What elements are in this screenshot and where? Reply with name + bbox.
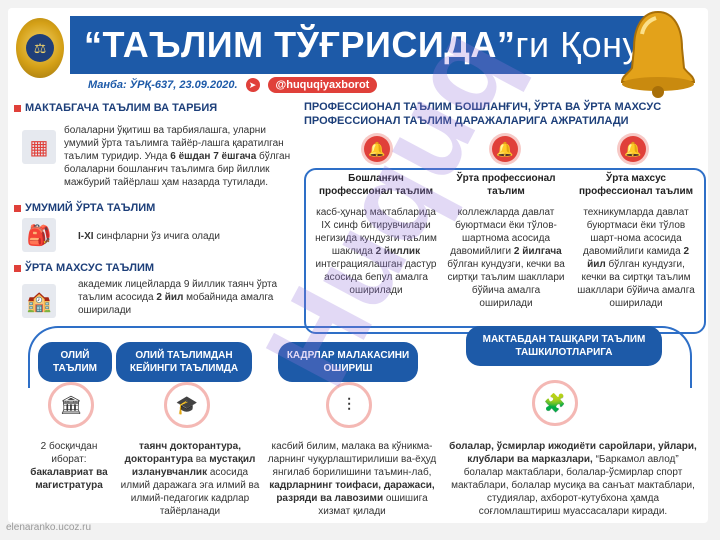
postgrad-bold-1: таянч докторантура, докторантура — [124, 441, 241, 465]
infographic-card: ⚖ “ТАЪЛИМ ТЎҒРИСИДА”ги Қонун Манба: ЎРҚ-… — [8, 8, 708, 523]
postgrad-title: ОЛИЙ ТАЪЛИМДАН КЕЙИНГИ ТАЪЛИМДА — [116, 342, 252, 382]
higher-text-1: 2 босқичдан иборат: — [40, 441, 98, 465]
backpack-icon: 🎒 — [22, 218, 56, 252]
extracurricular-title: МАКТАБДАН ТАШҚАРИ ТАЪЛИМ ТАШКИЛОТЛАРИГА — [466, 326, 662, 366]
page-title: “ТАЪЛИМ ТЎҒРИСИДА”ги Қонун — [84, 24, 661, 66]
source-text: Манба: ЎРҚ-637, 23.09.2020. — [88, 79, 238, 91]
university-icon: 🏛 — [48, 382, 94, 428]
source-row: Манба: ЎРҚ-637, 23.09.2020. ➤ @huquqiyax… — [88, 74, 378, 96]
puzzle-icon: 🧩 — [532, 380, 578, 426]
bullet-square — [14, 104, 21, 112]
general-title: УМУМИЙ ЎРТА ТАЪЛИМ — [25, 202, 156, 214]
prof-col-2-bold: 2 йилгача — [513, 246, 562, 257]
preschool-text-bold: 6 ёшдан 7 ёшгача — [170, 151, 257, 162]
secondary-special-text-1: академик лицейларда 9 йиллик таянч ўрта … — [78, 279, 278, 303]
prof-col-2-title: Ўрта профессионал таълим — [444, 172, 568, 198]
preschool-text-2: бўлган болаларни бошланғич таълимга бир … — [64, 151, 291, 188]
school-building-icon: 🏫 — [22, 284, 56, 318]
preschool-title: МАКТАБГАЧА ТАЪЛИМ ВА ТАРБИЯ — [25, 102, 218, 114]
secondary-special-text-2: мобайнида амалга оширилади — [78, 292, 274, 316]
prof-col-3-title: Ўрта махсус профессионал таълим — [574, 172, 698, 198]
prof-col-1-text: касб-ҳунар мактабларида IX синф битирувч… — [314, 206, 438, 297]
prof-col-2-text-1: коллежларда давлат буюртмаси ёки тўлов-ш… — [450, 207, 557, 257]
graduation-cap-icon: 🎓 — [164, 382, 210, 428]
bell-icon — [620, 10, 696, 98]
higher-text-bold: бакалавриат ва магистратура — [30, 467, 108, 491]
general-text: I-XI синфларни ўз ичига олади — [78, 230, 298, 243]
prof-col-3-text-2: бўлган кундузги, кечки ва сиртқи таълим … — [577, 259, 695, 309]
prof-col-2-text-2: бўлган кундузги, кечки ва сиртқи таълим … — [447, 259, 565, 309]
secondary-special-heading: ЎРТА МАХСУС ТАЪЛИМ — [14, 262, 154, 274]
extracurricular-text: болалар, ўсмирлар ижодиёти саройлари, уй… — [448, 440, 698, 518]
general-text-1: синфларни ўз ичига олади — [93, 231, 220, 242]
postgrad-text-1: ва — [192, 454, 210, 465]
retraining-title: КАДРЛАР МАЛАКАСИНИ ОШИРИШ — [278, 342, 418, 382]
postgrad-bold-2: мустақил изланувчанлик — [131, 454, 256, 478]
prof-col-2-text: коллежларда давлат буюртмаси ёки тўлов-ш… — [444, 206, 568, 310]
prof-col-3-text-1: техникумларда давлат буюртмаси ёки тўлов… — [583, 207, 689, 257]
professional-heading: ПРОФЕССИОНАЛ ТАЪЛИМ БОШЛАНҒИЧ, ЎРТА ВА Ў… — [304, 101, 662, 127]
retraining-text-2: ошишига хизмат қилади — [318, 493, 428, 517]
scales-icon: ⚖ — [26, 34, 54, 62]
bullet-square — [14, 264, 21, 272]
retraining-text-1: касбий билим, малака ва кўникма-ларнинг … — [267, 441, 437, 478]
higher-title: ОЛИЙ ТАЪЛИМ — [38, 342, 112, 382]
telegram-icon: ➤ — [245, 78, 260, 92]
bell-icon: 🔔 — [492, 136, 518, 162]
prof-col-1-title: Бошланғич профессионал таълим — [314, 172, 438, 198]
extracurricular-text-1: “Баркамол авлод” болалар мактаблари, бол… — [451, 454, 695, 517]
bell-icon: 🔔 — [620, 136, 646, 162]
extracurricular-bold: болалар, ўсмирлар ижодиёти саройлари, уй… — [449, 441, 697, 465]
preschool-text: болаларни ўқитиш ва тарбиялашга, уларни … — [64, 124, 300, 189]
channel-handle[interactable]: @huquqiyaxborot — [267, 77, 378, 93]
prof-col-3-text: техникумларда давлат буюртмаси ёки тўлов… — [574, 206, 698, 310]
secondary-special-title: ЎРТА МАХСУС ТАЪЛИМ — [25, 262, 155, 274]
header: ⚖ “ТАЪЛИМ ТЎҒРИСИДА”ги Қонун Манба: ЎРҚ-… — [8, 8, 708, 98]
preschool-text-1: болаларни ўқитиш ва тарбиялашга, уларни … — [64, 125, 284, 162]
title-bar: “ТАЪЛИМ ТЎҒРИСИДА”ги Қонун — [70, 16, 670, 74]
retraining-text-bold: кадрларнинг тоифаси, даражаси, разряди в… — [269, 480, 435, 504]
sliders-icon: ⫶ — [326, 382, 372, 428]
bullet-square — [14, 204, 21, 212]
higher-text: 2 босқичдан иборат: бакалавриат ва магис… — [22, 440, 116, 492]
secondary-special-text-bold: 2 йил — [156, 292, 184, 303]
footer-url[interactable]: elenaranko.ucoz.ru — [6, 522, 92, 533]
general-text-bold: I-XI — [78, 231, 94, 242]
postgrad-text-2: асосида илмий даражага эга илмий ва илми… — [120, 467, 260, 517]
general-heading: УМУМИЙ ЎРТА ТАЪЛИМ — [14, 202, 155, 214]
secondary-special-text: академик лицейларда 9 йиллик таянч ўрта … — [78, 278, 288, 317]
retraining-text: касбий билим, малака ва кўникма-ларнинг … — [264, 440, 440, 518]
blocks-icon: ▦ — [22, 130, 56, 164]
prof-col-3-bold: 2 йил — [587, 246, 689, 270]
prof-col-1-text-2: интеграциялашган дастур асосида бепул ам… — [315, 259, 437, 296]
preschool-heading: МАКТАБГАЧА ТАЪЛИМ ВА ТАРБИЯ — [14, 102, 217, 114]
title-main: “ТАЪЛИМ ТЎҒРИСИДА” — [84, 24, 516, 65]
bell-icon: 🔔 — [364, 136, 390, 162]
emblem-icon: ⚖ — [16, 18, 64, 78]
bottom-arch — [28, 326, 692, 388]
postgrad-text: таянч докторантура, докторантура ва муст… — [120, 440, 260, 518]
prof-col-1-bold: 2 йиллик — [375, 246, 421, 257]
prof-col-1-text-1: касб-ҳунар мактабларида IX синф битирувч… — [315, 207, 437, 257]
